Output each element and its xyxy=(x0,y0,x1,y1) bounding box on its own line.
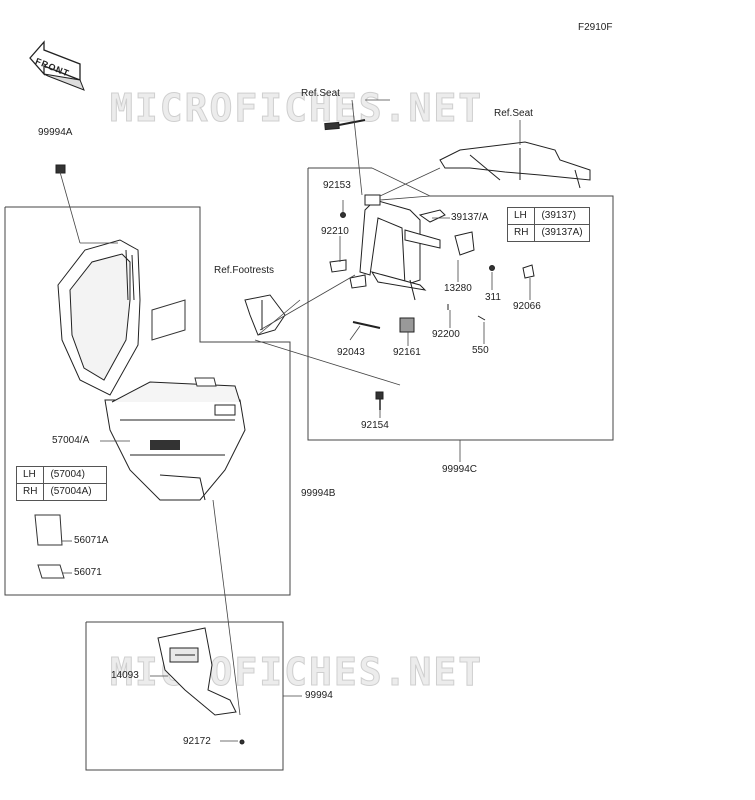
part-92043: 92043 xyxy=(337,347,365,358)
part-56071A: 56071A xyxy=(74,535,109,546)
table-cell-part: (57004A) xyxy=(43,483,107,501)
part-56071: 56071 xyxy=(74,567,102,578)
part-99994C: 99994C xyxy=(442,464,478,475)
part-39137A: 39137/A xyxy=(451,212,489,223)
table-cell-part: (39137) xyxy=(534,207,590,225)
decals xyxy=(34,299,217,579)
part-99994B: 99994B xyxy=(301,488,336,499)
ref-seat-label-1: Ref.Seat xyxy=(301,88,340,99)
diagram-code: F2910F xyxy=(578,22,613,33)
table-39137: LH (39137) RH (39137A) xyxy=(506,207,590,242)
table-row: RH (57004A) xyxy=(15,483,107,501)
part-14093: 14093 xyxy=(111,670,139,681)
part-92066: 92066 xyxy=(513,301,541,312)
part-13280: 13280 xyxy=(444,283,472,294)
part-99994A: 99994A xyxy=(38,127,73,138)
table-cell-side: LH xyxy=(506,207,536,225)
part-92200: 92200 xyxy=(432,329,460,340)
table-cell-side: LH xyxy=(15,466,45,484)
bracket-parts xyxy=(329,231,535,333)
part-92161: 92161 xyxy=(393,347,421,358)
table-row: LH (39137) xyxy=(506,207,590,225)
table-cell-side: RH xyxy=(506,224,536,242)
part-311: 311 xyxy=(485,292,501,303)
part-92210: 92210 xyxy=(321,226,349,237)
part-92154: 92154 xyxy=(361,420,389,431)
table-cell-side: RH xyxy=(15,483,45,501)
part-92172: 92172 xyxy=(183,736,211,747)
ref-seat-label-2: Ref.Seat xyxy=(494,108,533,119)
saddle-bag-illustration xyxy=(57,239,246,501)
table-57004: LH (57004) RH (57004A) xyxy=(15,466,107,501)
seat-rail-illustration xyxy=(439,141,591,189)
part-99994: 99994 xyxy=(305,690,333,701)
group-boxes xyxy=(4,167,614,771)
ref-footrests-label: Ref.Footrests xyxy=(214,265,275,276)
saddlebag-bracket-illustration xyxy=(359,194,446,291)
footrest-bracket-illustration xyxy=(244,294,286,336)
part-92153: 92153 xyxy=(323,180,351,191)
front-arrow-icon xyxy=(29,40,85,91)
leader-lines xyxy=(59,99,531,742)
rear-cover-illustration xyxy=(157,627,237,716)
bolts xyxy=(55,119,384,745)
table-row: LH (57004) xyxy=(15,466,107,484)
table-cell-part: (57004) xyxy=(43,466,107,484)
table-cell-part: (39137A) xyxy=(534,224,590,242)
part-57004A: 57004/A xyxy=(52,435,90,446)
table-row: RH (39137A) xyxy=(506,224,590,242)
part-550: 550 xyxy=(472,345,489,356)
watermark-top: MICROFICHES.NET xyxy=(109,86,484,131)
